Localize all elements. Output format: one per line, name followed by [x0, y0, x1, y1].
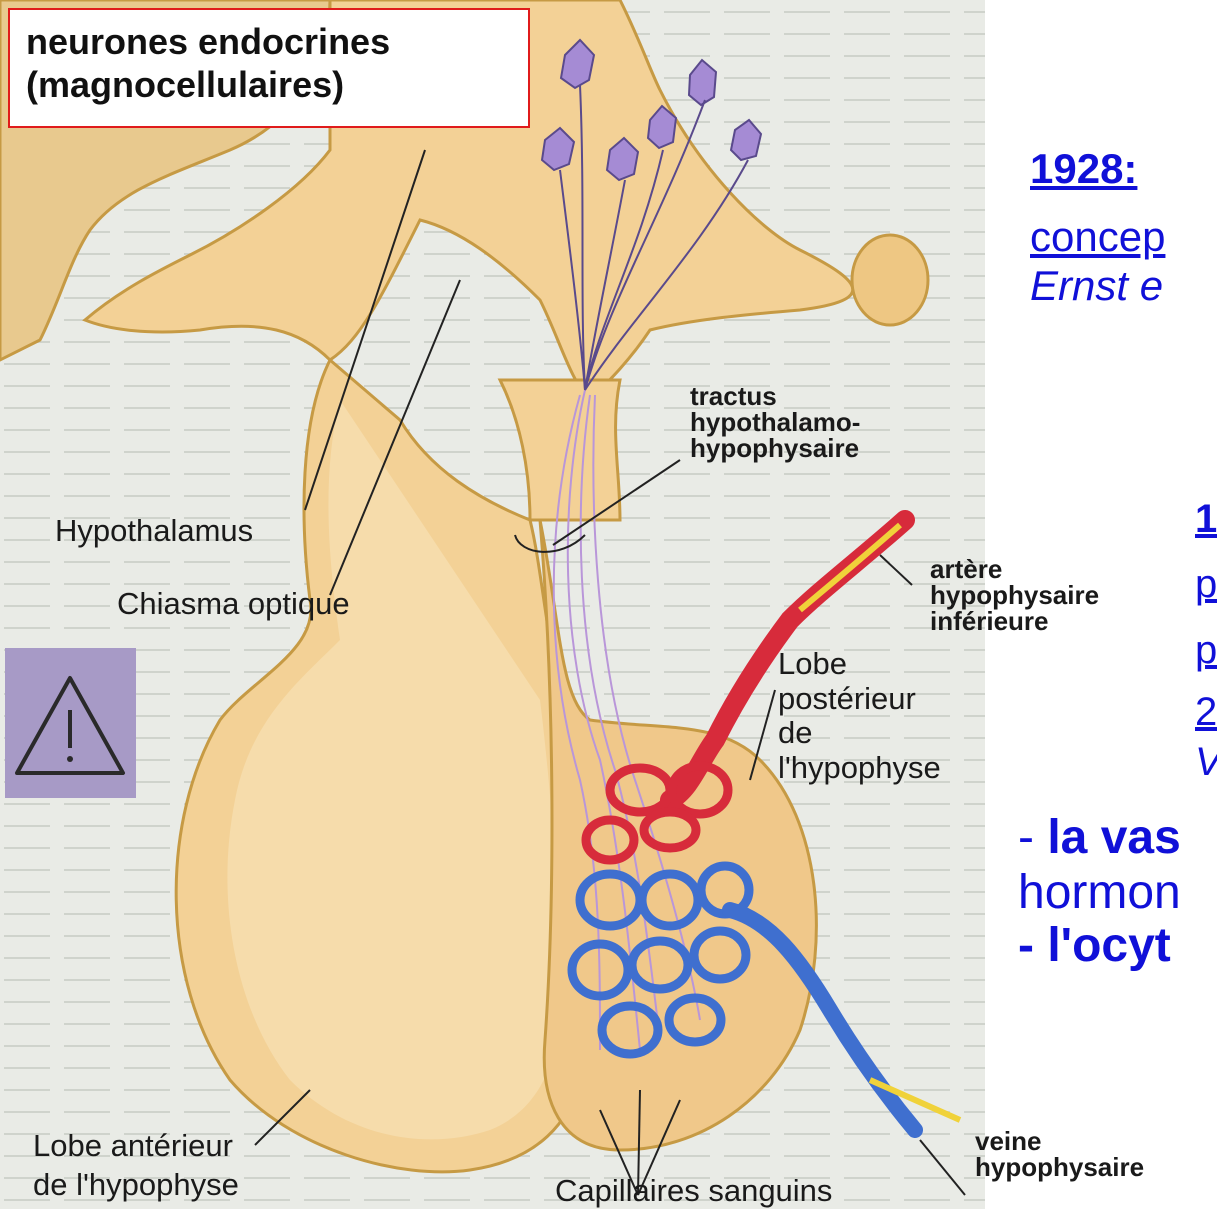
- fragment-p2: p: [1195, 628, 1217, 673]
- authors-text: Ernst e: [1030, 262, 1163, 310]
- label-lobe-posterieur: Lobe postérieur de l'hypophyse: [778, 647, 941, 786]
- warning-triangle-icon: [5, 648, 136, 798]
- hormone-line: hormon: [1018, 865, 1181, 920]
- label-hypothalamus: Hypothalamus: [55, 515, 253, 548]
- ocytocin-line: - l'ocyt: [1018, 918, 1171, 973]
- year-1928: 1928:: [1030, 145, 1137, 193]
- mammillary-body: [852, 235, 928, 325]
- label-chiasma-optique: Chiasma optique: [117, 588, 350, 621]
- label-veine: veine hypophysaire: [975, 1128, 1144, 1180]
- label-capillaires: Capillaires sanguins: [555, 1175, 832, 1208]
- title-line-2: (magnocellulaires): [26, 63, 512, 106]
- concept-text: concep: [1030, 213, 1165, 261]
- label-tractus: tractus hypothalamo- hypophysaire: [690, 383, 860, 461]
- fragment-2: 2: [1195, 690, 1217, 735]
- fragment-v: V: [1195, 740, 1217, 785]
- year-fragment: 1: [1195, 497, 1217, 542]
- title-line-1: neurones endocrines: [26, 20, 512, 63]
- label-artere: artère hypophysaire inférieure: [930, 556, 1099, 634]
- label-lobe-anterieur: Lobe antérieur de l'hypophyse: [33, 1127, 239, 1205]
- warning-box[interactable]: [5, 648, 136, 798]
- vasopressin-line: - la vas: [1018, 810, 1181, 865]
- fragment-p1: p: [1195, 562, 1217, 607]
- title-box: neurones endocrines (magnocellulaires): [8, 8, 530, 128]
